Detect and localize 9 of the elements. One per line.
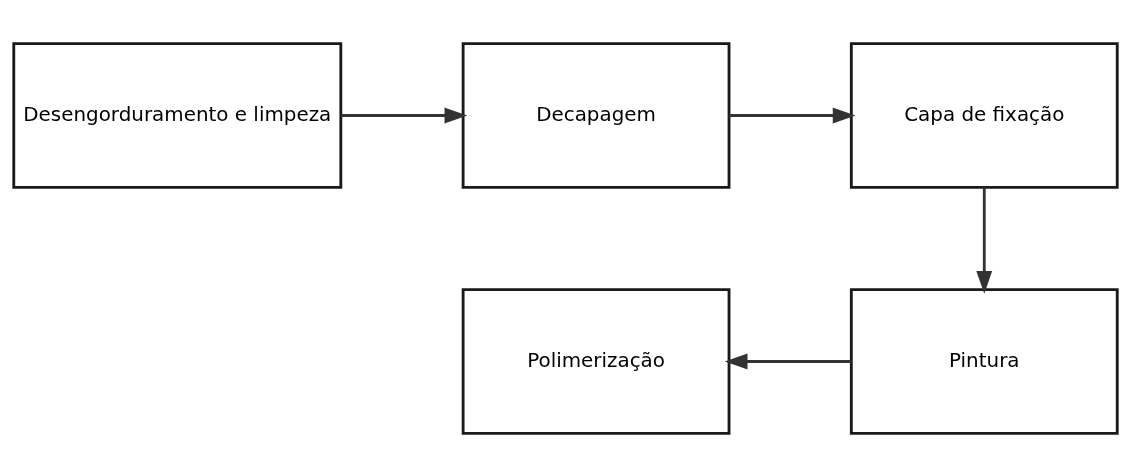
arrow — [341, 107, 468, 123]
node-box: Capa de fixação — [849, 41, 1119, 189]
arrow — [976, 187, 993, 294]
node-box: Pintura — [849, 287, 1119, 435]
node-box: Desengorduramento e limpeza — [12, 41, 343, 189]
node-box: Polimerização — [461, 287, 731, 435]
arrow — [724, 353, 852, 369]
node-box: Decapagem — [461, 41, 731, 189]
arrow — [729, 107, 856, 123]
